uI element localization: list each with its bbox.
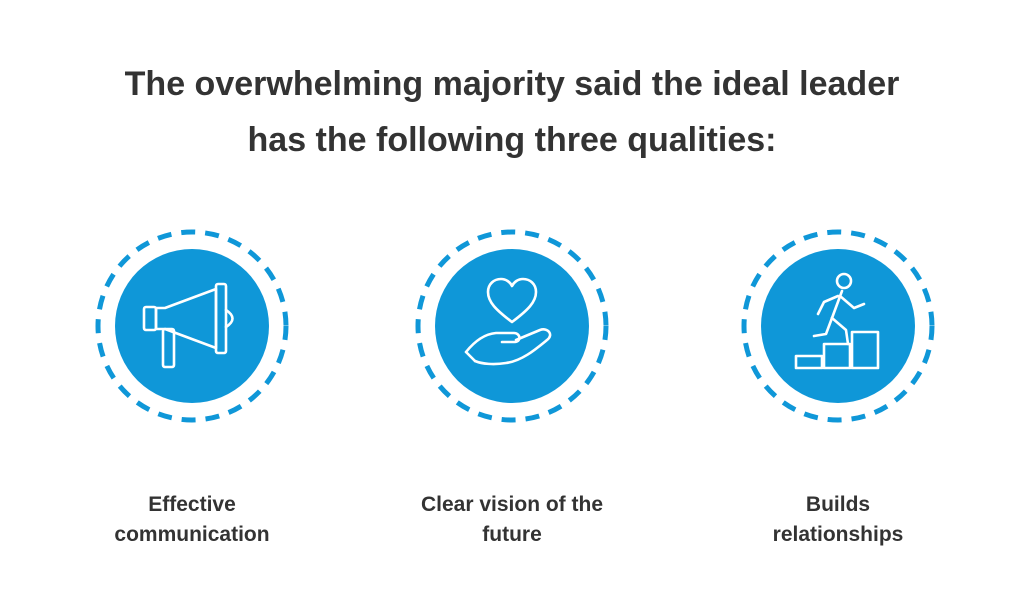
quality-label-line-2: relationships (772, 523, 904, 546)
badge-disc (761, 249, 915, 403)
quality-label: Builds relationships (728, 490, 948, 550)
quality-label-line-1: Effective (148, 493, 236, 516)
badge-disc (435, 249, 589, 403)
heart-in-hand-icon (464, 277, 552, 366)
headline: The overwhelming majority said the ideal… (0, 56, 1024, 168)
quality-label-line-1: Clear vision of the (420, 493, 604, 516)
person-climbing-steps-icon (794, 272, 880, 370)
climbing-badge (741, 229, 935, 423)
dashed-ring (95, 229, 289, 423)
quality-label: Clear vision of the future (402, 490, 622, 550)
megaphone-icon (142, 282, 234, 369)
quality-label: Effective communication (82, 490, 302, 550)
headline-line-2: has the following three qualities: (247, 121, 777, 159)
quality-label-line-2: communication (114, 523, 270, 546)
quality-label-line-2: future (482, 523, 542, 546)
dashed-ring (415, 229, 609, 423)
headline-line-1: The overwhelming majority said the ideal… (124, 65, 900, 103)
megaphone-badge (95, 229, 289, 423)
dashed-ring (741, 229, 935, 423)
quality-label-line-1: Builds (805, 493, 871, 516)
badge-disc (115, 249, 269, 403)
heart-in-hand-badge (415, 229, 609, 423)
